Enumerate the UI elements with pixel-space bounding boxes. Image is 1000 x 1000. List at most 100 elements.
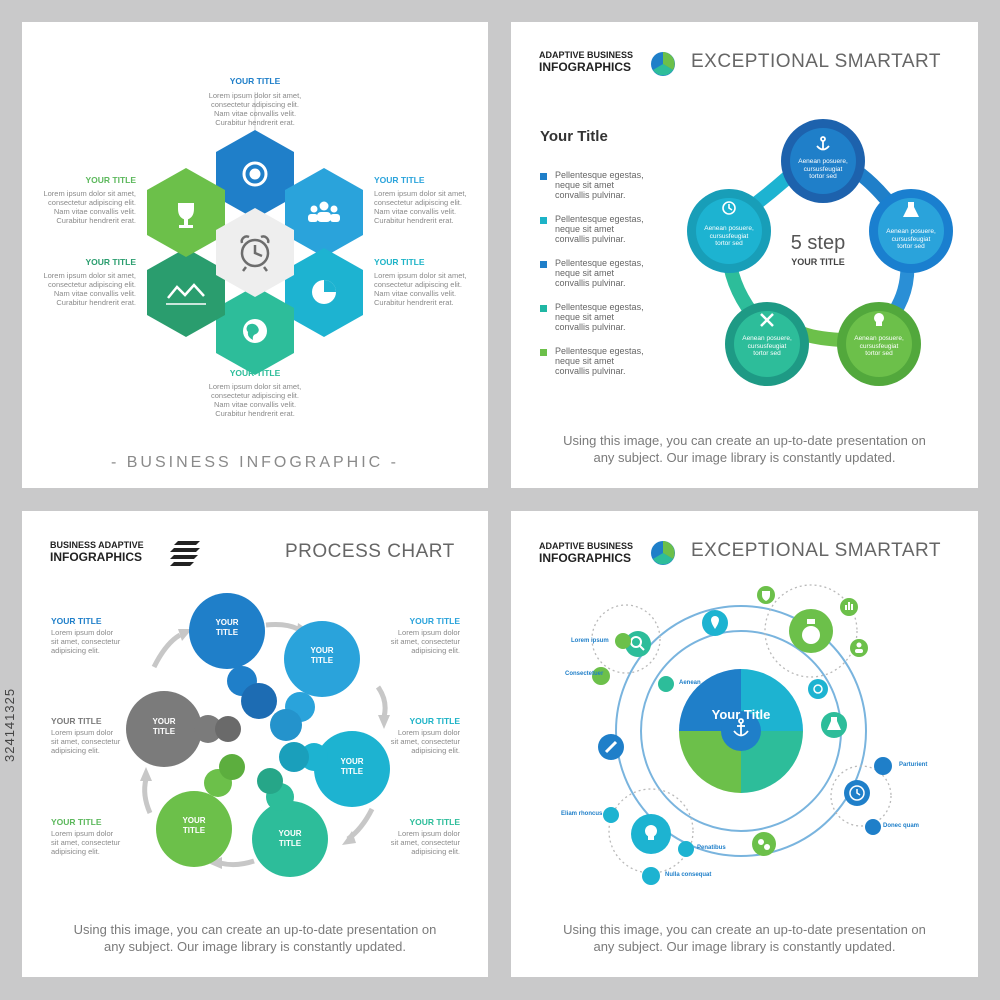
lightbulb-node bbox=[631, 814, 671, 854]
flask-node bbox=[821, 712, 847, 738]
small-dots bbox=[592, 633, 892, 885]
label-title: YOUR TITLE bbox=[51, 616, 102, 626]
location-pin-node bbox=[702, 610, 728, 636]
bullet-line: neque sit amet bbox=[555, 268, 615, 278]
panel-5-step-cycle: ADAPTIVE BUSINESS INFOGRAPHICS bbox=[511, 22, 978, 488]
step-line: cursusfeugiat bbox=[709, 232, 749, 240]
desc-line: Nam vitae convallis velit. bbox=[213, 400, 297, 409]
center-small-text: YOUR TITLE bbox=[791, 257, 845, 267]
brand-wordmark: ADAPTIVE BUSINESS INFOGRAPHICS bbox=[539, 50, 633, 73]
desc-line: adipisicing elit. bbox=[51, 746, 100, 755]
bullet-line: Pellentesque egestas, bbox=[555, 346, 644, 356]
step-line: cursusfeugiat bbox=[803, 165, 843, 173]
brand-line: INFOGRAPHICS bbox=[539, 551, 632, 565]
header-title: EXCEPTIONAL SMARTART bbox=[691, 540, 942, 561]
flask-icon bbox=[903, 202, 919, 217]
globe-icon bbox=[243, 319, 267, 343]
footer-line: any subject. Our image library is consta… bbox=[593, 939, 896, 954]
label-title: YOUR TITLE bbox=[409, 716, 460, 726]
panel3-graphics bbox=[126, 541, 390, 877]
node-line: YOUR bbox=[278, 829, 302, 838]
bullet-line: neque sit amet bbox=[555, 180, 615, 190]
brand-line: INFOGRAPHICS bbox=[539, 60, 632, 74]
panel-hexagon-infographic: YOUR TITLE Lorem ipsum dolor sit amet, c… bbox=[22, 22, 488, 488]
list-item: Pellentesque egestas, neque sit amet con… bbox=[540, 214, 690, 258]
shield-node bbox=[757, 586, 775, 604]
bullet-line: convallis pulvinar. bbox=[555, 278, 626, 288]
node-line: YOUR bbox=[152, 717, 176, 726]
desc-line: consectetur adipiscing elit. bbox=[374, 198, 462, 207]
bullet-line: convallis pulvinar. bbox=[555, 234, 626, 244]
desc-line: sit amet, consectetur bbox=[51, 637, 121, 646]
label-title: YOUR TITLE bbox=[51, 716, 102, 726]
desc-line: Nam vitae convallis velit. bbox=[374, 207, 457, 216]
desc-line: consectetur adipiscing elit. bbox=[48, 280, 136, 289]
node-line: YOUR bbox=[340, 757, 364, 766]
label-title: YOUR TITLE bbox=[374, 175, 425, 185]
step-line: cursusfeugiat bbox=[891, 235, 931, 243]
desc-line: consectetur adipiscing elit. bbox=[48, 198, 136, 207]
label-title: YOUR TITLE bbox=[51, 817, 102, 827]
desc-line: Curabitur hendrerit erat. bbox=[56, 216, 136, 225]
clock-node bbox=[844, 780, 870, 806]
process-node-1 bbox=[189, 593, 277, 719]
label-desc: Lorem ipsum dolor sit amet, consectetur … bbox=[374, 189, 482, 225]
cube-logo-icon bbox=[651, 52, 675, 76]
desc-line: Curabitur hendrerit erat. bbox=[215, 409, 295, 418]
bullet-line: Pellentesque egestas, bbox=[555, 302, 644, 312]
desc-line: Lorem ipsum dolor sit amet, bbox=[43, 189, 136, 198]
panel-orbit-smartart: ADAPTIVE BUSINESS INFOGRAPHICS bbox=[511, 511, 978, 977]
desc-line: Lorem ipsum dolor sit amet, bbox=[208, 91, 302, 100]
node-line: TITLE bbox=[152, 727, 176, 736]
process-node-5 bbox=[156, 754, 245, 867]
step-line: tortor sed bbox=[865, 350, 893, 357]
desc-line: Nam vitae convallis velit. bbox=[53, 289, 136, 298]
brand-line: ADAPTIVE BUSINESS bbox=[539, 541, 634, 551]
label-title: YOUR TITLE bbox=[85, 257, 136, 267]
step-line: Aenean posuere, bbox=[798, 158, 848, 165]
label-title: YOUR TITLE bbox=[409, 616, 460, 626]
brand-wordmark: ADAPTIVE BUSINESS INFOGRAPHICS bbox=[539, 541, 633, 564]
cycle-center-label: 5 step YOUR TITLE bbox=[773, 232, 863, 267]
step-node-5 bbox=[687, 189, 771, 273]
node-line: YOUR bbox=[310, 646, 334, 655]
bullet-line: neque sit amet bbox=[555, 312, 615, 322]
label-title: YOUR TITLE bbox=[85, 175, 136, 185]
desc-line: Lorem ipsum dolor sit amet, bbox=[374, 271, 467, 280]
desc-line: adipisicing elit. bbox=[411, 746, 460, 755]
node-line: TITLE bbox=[310, 656, 334, 665]
bullet-marker bbox=[540, 349, 547, 356]
desc-line: consectetur adipiscing elit. bbox=[211, 100, 299, 109]
desc-line: Lorem ipsum dolor bbox=[51, 628, 114, 637]
desc-line: sit amet, consectetur bbox=[390, 737, 460, 746]
user-node bbox=[850, 639, 868, 657]
label-desc: Lorem ipsum dolor sit amet, consectetur … bbox=[32, 271, 136, 307]
step-line: tortor sed bbox=[897, 243, 925, 250]
list-title: Your Title bbox=[540, 128, 608, 145]
desc-line: Nam vitae convallis velit. bbox=[213, 109, 297, 118]
desc-line: Lorem ipsum dolor sit amet, bbox=[374, 189, 467, 198]
anchor-icon bbox=[816, 136, 830, 151]
search-node bbox=[625, 631, 651, 657]
line-chart-icon bbox=[166, 283, 206, 305]
process-node-3 bbox=[279, 731, 390, 807]
desc-line: Lorem ipsum dolor sit amet, bbox=[208, 382, 302, 391]
panel4-graphics bbox=[591, 541, 892, 885]
panel-process-chart: BUSINESS ADAPTIVE INFOGRAPHICS bbox=[22, 511, 488, 977]
center-title: Your Title bbox=[711, 707, 771, 722]
node-line: TITLE bbox=[182, 826, 206, 835]
label-right-bottom: YOUR TITLE Lorem ipsum dolor sit amet, c… bbox=[374, 257, 482, 307]
step-line: Aenean posuere, bbox=[704, 225, 754, 232]
bullet-line: convallis pulvinar. bbox=[555, 366, 626, 376]
cycle-arrows bbox=[142, 622, 388, 868]
bullet-marker bbox=[540, 217, 547, 224]
label-donec-quam: Donec quam bbox=[883, 823, 920, 829]
desc-line: Curabitur hendrerit erat. bbox=[374, 216, 454, 225]
bullet-line: Pellentesque egestas, bbox=[555, 214, 644, 224]
